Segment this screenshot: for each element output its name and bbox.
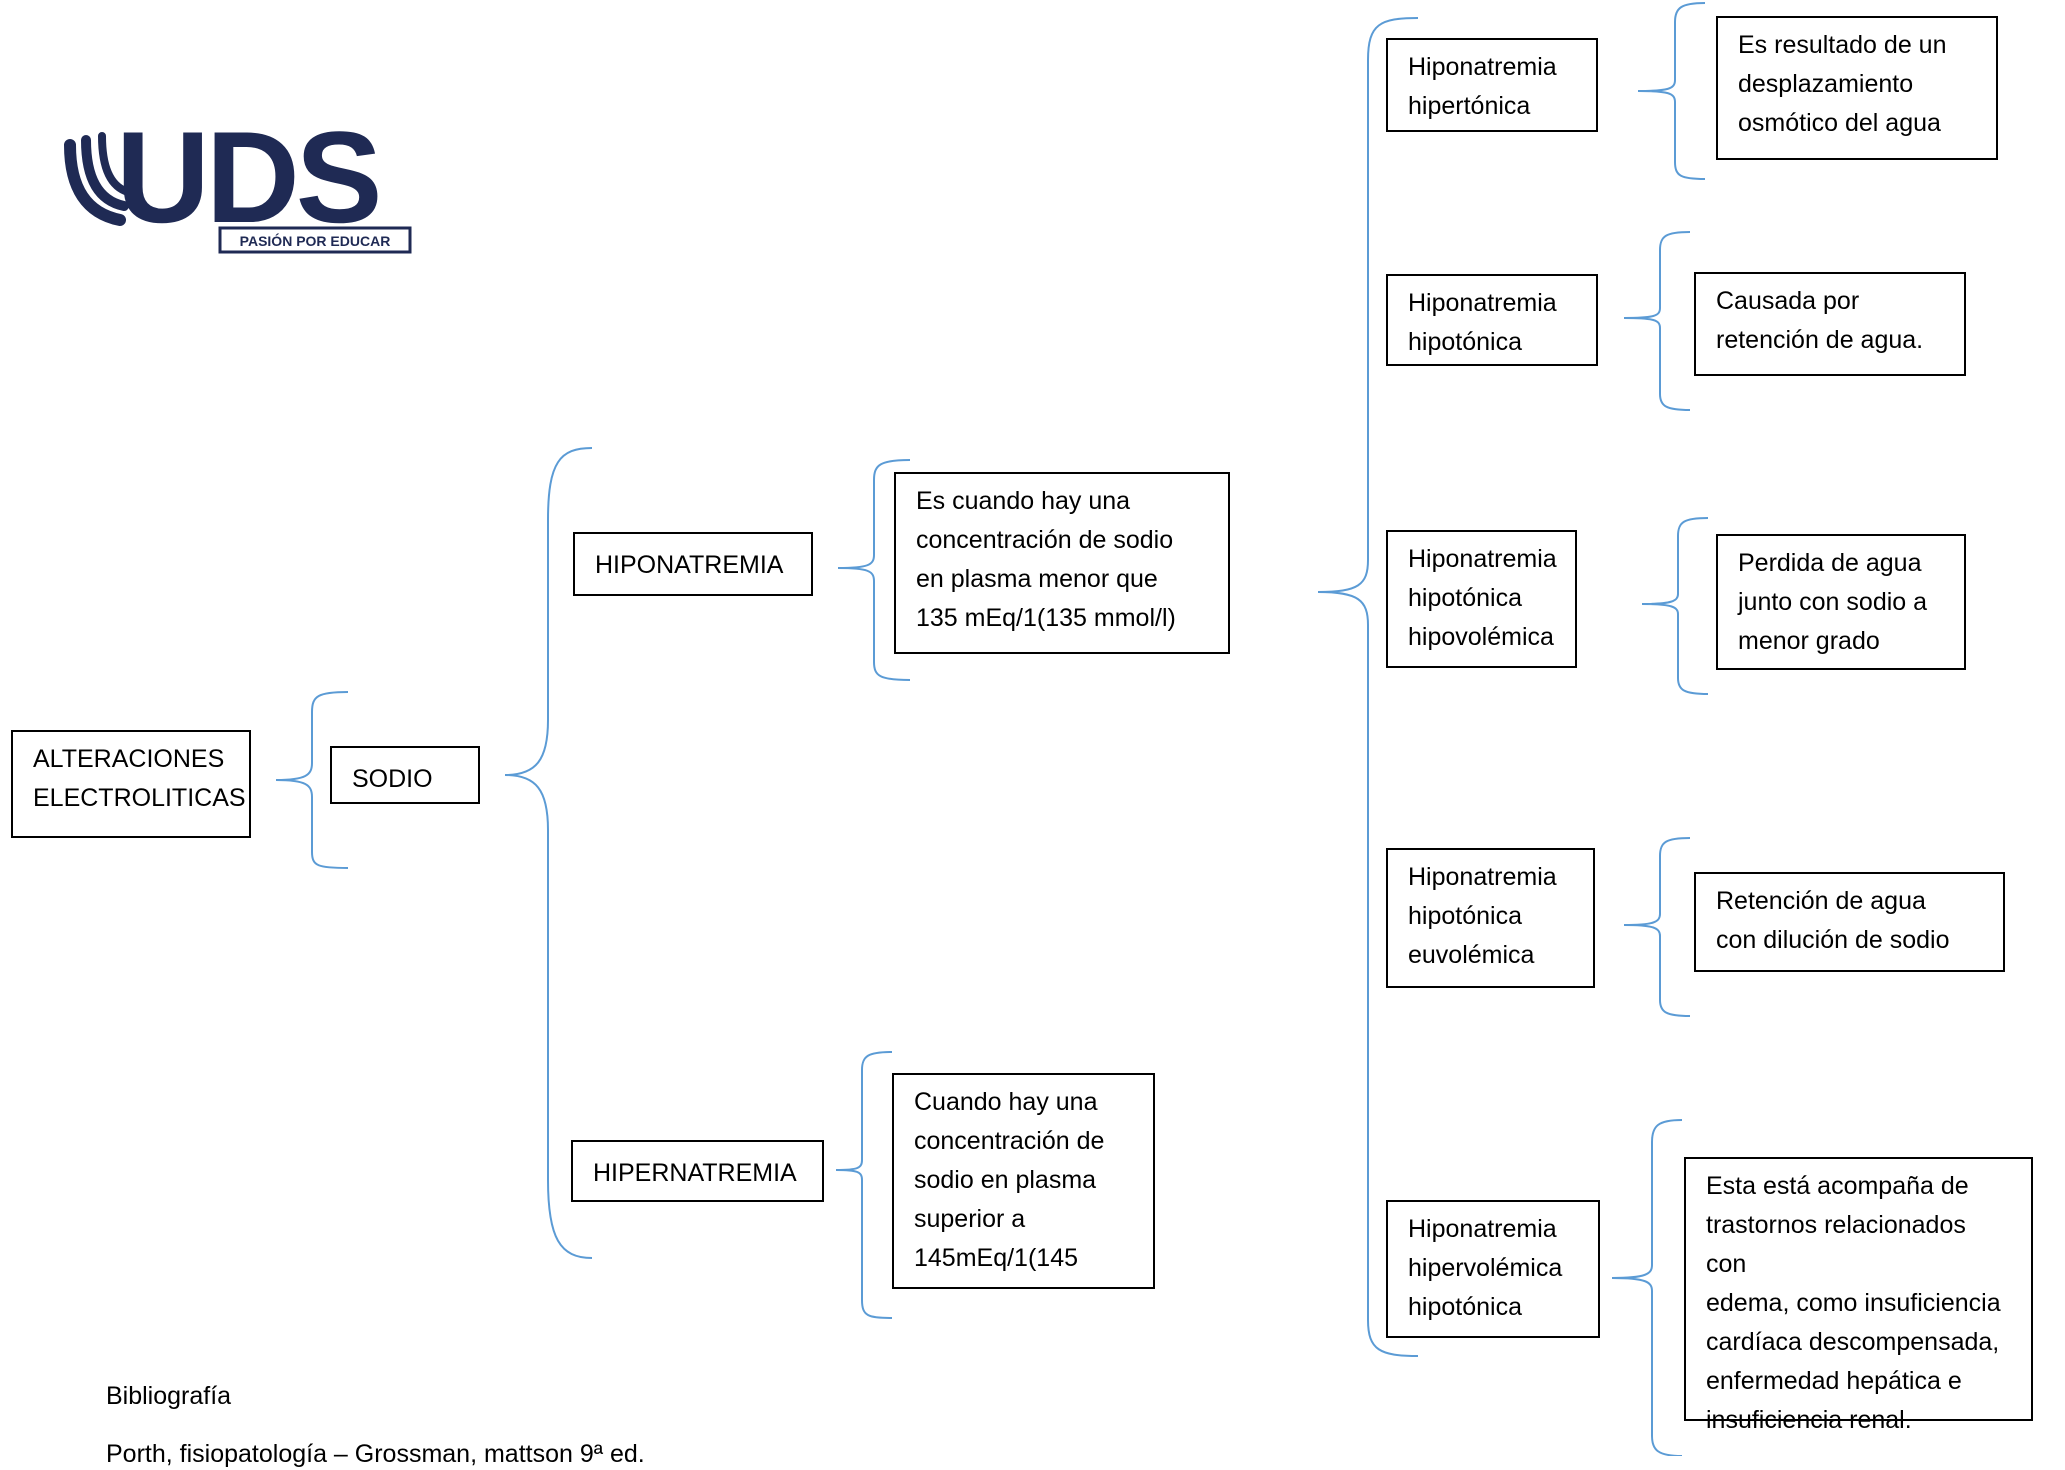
type-desc-hipotonica: Causada por retención de agua. (1694, 272, 1966, 376)
type-desc-hipertonica: Es resultado de un desplazamiento osmóti… (1716, 16, 1998, 160)
bracket-hipernatremia-to-definition (835, 1051, 893, 1319)
bracket-type-2 (1623, 231, 1691, 411)
logo-tagline-frame (218, 226, 412, 254)
root-node: ALTERACIONES ELECTROLITICAS (11, 730, 251, 838)
type-desc-hipovolemica: Perdida de agua junto con sodio a menor … (1716, 534, 1966, 670)
type-label-hipertonica: Hiponatremia hipertónica (1386, 38, 1598, 132)
type-label-hipovolemica: Hiponatremia hipotónica hipovolémica (1386, 530, 1577, 668)
type-label-euvolemica: Hiponatremia hipotónica euvolémica (1386, 848, 1595, 988)
hipernatremia-definition: Cuando hay una concentración de sodio en… (892, 1073, 1155, 1289)
bracket-type-3 (1641, 517, 1709, 695)
bracket-hiponatremia-types (1317, 17, 1419, 1357)
bracket-type-5 (1611, 1119, 1683, 1456)
hiponatremia-definition: Es cuando hay una concentración de sodio… (894, 472, 1230, 654)
logo-tagline: PASIÓN POR EDUCAR (240, 232, 391, 249)
bibliography-reference: Porth, fisiopatología – Grossman, mattso… (106, 1440, 645, 1468)
uds-logo: UDS PASIÓN POR EDUCAR (64, 110, 412, 254)
hipernatremia-node: HIPERNATREMIA (571, 1140, 824, 1202)
hiponatremia-node: HIPONATREMIA (573, 532, 813, 596)
type-desc-hipervolemica: Esta está acompaña de trastornos relacio… (1684, 1157, 2033, 1434)
logo-wave-icon (64, 132, 132, 226)
bracket-type-1 (1637, 2, 1706, 180)
sodio-node: SODIO (330, 746, 480, 804)
type-label-hipotonica: Hiponatremia hipotónica (1386, 274, 1598, 366)
bibliography-heading: Bibliografía (106, 1382, 232, 1410)
type-label-hipervolemica: Hiponatremia hipervolémica hipotónica (1386, 1200, 1600, 1338)
bracket-type-4 (1623, 837, 1691, 1017)
type-desc-euvolemica: Retención de agua con dilución de sodio (1694, 872, 2005, 972)
